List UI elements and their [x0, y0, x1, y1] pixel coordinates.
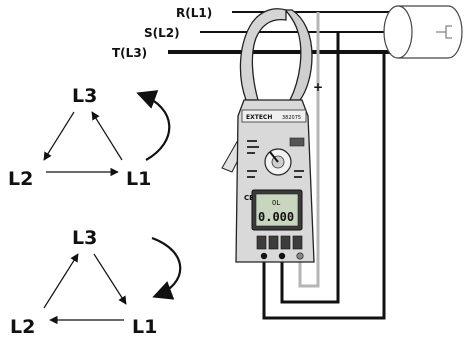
ce-mark: CE — [244, 194, 254, 202]
supply-lines: R(L1) S(L2) T(L3) — [112, 6, 410, 60]
lcd-value: 0.000 — [258, 210, 294, 224]
function-button[interactable] — [289, 137, 305, 147]
lead-t — [262, 52, 386, 320]
curved-arrow-icon-bottom — [151, 236, 182, 300]
lead-s — [280, 32, 340, 304]
meter-button-4[interactable] — [292, 235, 303, 250]
clamp-jaw-right — [285, 9, 313, 101]
clamp-jaw-left — [239, 8, 287, 101]
polarity-mark: + — [313, 80, 323, 94]
arrow-l1-to-l3 — [91, 111, 123, 161]
arrow-l3-to-l2 — [43, 111, 75, 161]
tri-top-l1: L1 — [126, 168, 151, 190]
tri-bottom-l2: L2 — [10, 316, 35, 338]
line-t-label: T(L3) — [112, 46, 147, 60]
meter-button-2[interactable] — [268, 235, 279, 250]
line-s-label: S(L2) — [144, 26, 180, 40]
input-jacks — [260, 252, 304, 260]
meter-brand: EXTECH — [246, 114, 272, 121]
tri-bottom-l1: L1 — [132, 316, 157, 338]
tri-bottom-l3: L3 — [72, 227, 97, 249]
jack-3[interactable] — [296, 252, 304, 260]
meter-model: 382075 — [282, 115, 301, 121]
phase-triangle-bottom: L3 L2 L1 — [10, 227, 182, 338]
arrow-l2-to-l3 — [43, 253, 79, 309]
phase-triangle-top: L3 L2 L1 — [8, 85, 171, 190]
meter-buttons — [256, 235, 303, 250]
tri-top-l2: L2 — [8, 168, 33, 190]
arrow-l3-to-l1 — [93, 253, 127, 305]
jack-1[interactable] — [260, 252, 268, 260]
curved-arrow-icon — [136, 90, 171, 161]
lcd-mode: OL — [272, 199, 280, 207]
meter-button-3[interactable] — [280, 235, 291, 250]
lcd-screen — [255, 193, 299, 227]
motor-icon — [383, 5, 463, 59]
clamp-meter: EXTECH 382075 + CE OL 0.000 — [221, 8, 323, 263]
test-leads — [262, 12, 386, 320]
tri-top-l3: L3 — [72, 85, 97, 107]
lead-gray — [298, 12, 320, 288]
meter-button-1[interactable] — [256, 235, 267, 250]
line-r-label: R(L1) — [176, 6, 212, 20]
jack-2[interactable] — [278, 252, 286, 260]
